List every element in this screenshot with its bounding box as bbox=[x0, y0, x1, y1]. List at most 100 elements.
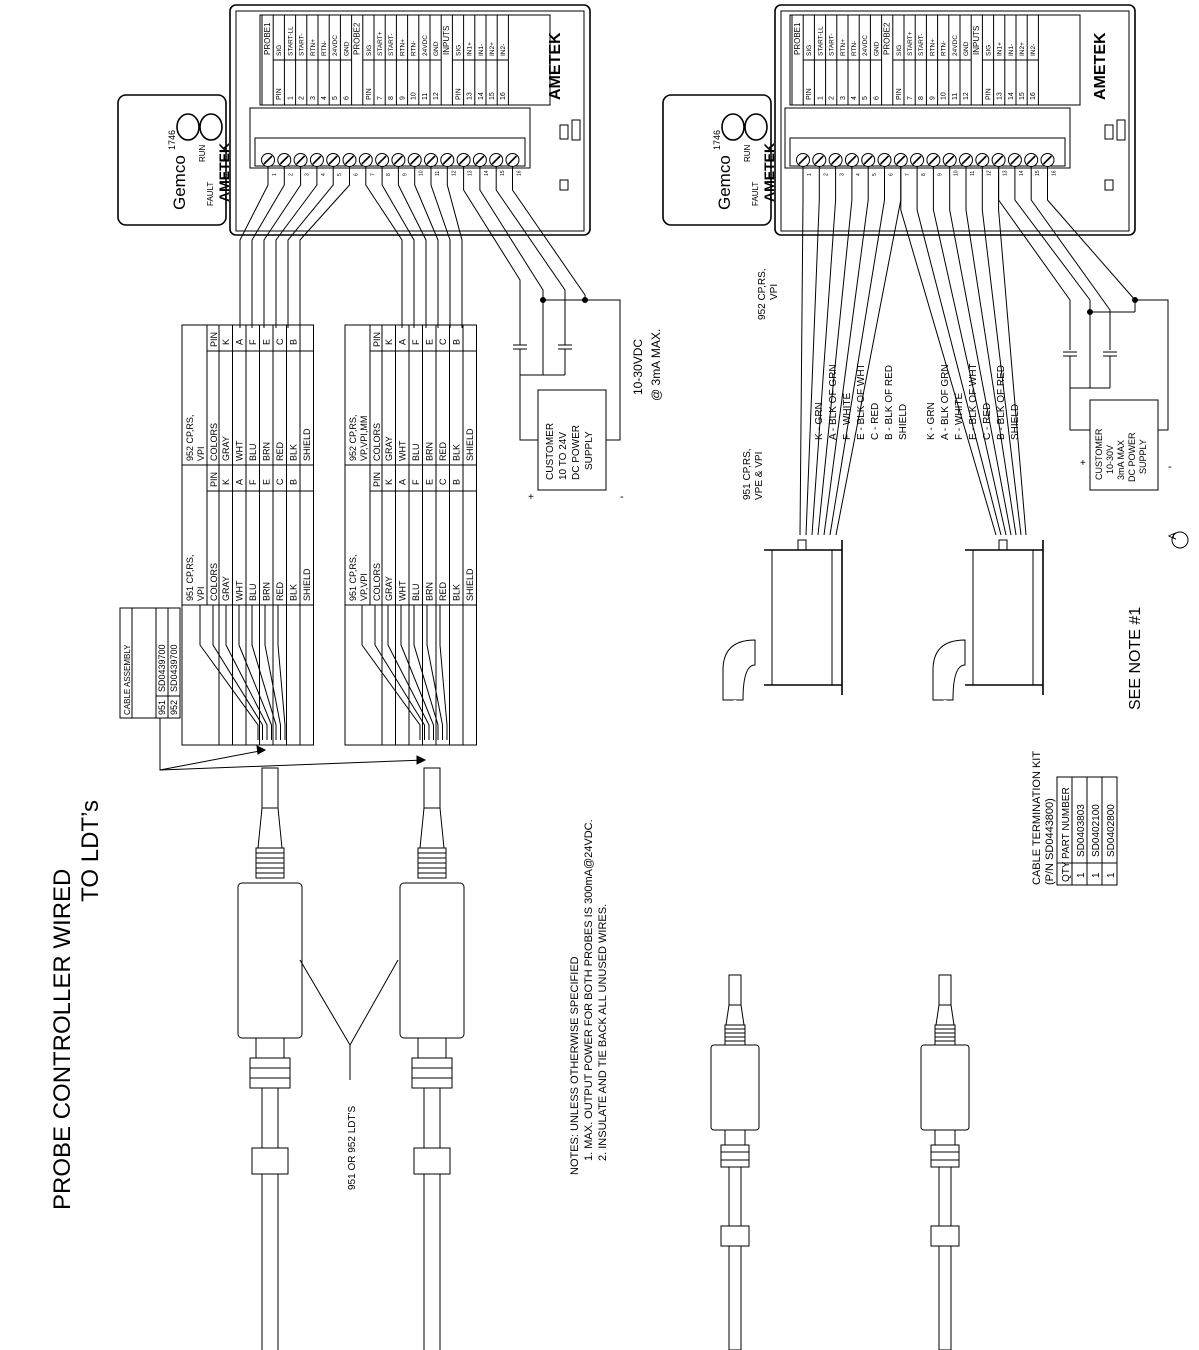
wire bbox=[199, 605, 259, 740]
table-block bbox=[344, 324, 477, 466]
wire bbox=[275, 167, 318, 328]
terminal-number: 11 bbox=[435, 171, 441, 176]
pinout-table-right: PROBE1PINSIG1START-LL2START-3RTN+4RTN-52… bbox=[791, 15, 1039, 105]
supply-plus: + bbox=[528, 492, 534, 503]
ma-label: @ 3mA MAX. bbox=[649, 329, 663, 401]
pinout-pin: 9 bbox=[399, 96, 406, 100]
wire-label: A - BLK OF GRN bbox=[940, 364, 951, 440]
magnet bbox=[930, 1225, 960, 1247]
coiled-cable-inner bbox=[711, 700, 759, 975]
table-cell-color: RED bbox=[438, 581, 448, 601]
model-label-right: 1746 bbox=[712, 130, 722, 150]
terminal-number: 4 bbox=[856, 173, 862, 176]
terminal-number: 5 bbox=[872, 173, 878, 176]
wire-label: B - BLK OF RED bbox=[996, 365, 1007, 440]
pinout-sig: SIG bbox=[276, 45, 283, 56]
pinout-pin: 14 bbox=[478, 92, 485, 100]
connector-ring bbox=[255, 872, 285, 879]
wire bbox=[263, 167, 302, 328]
title-line-1: PROBE CONTROLLER WIRED bbox=[49, 869, 76, 1210]
elbow-connector bbox=[932, 639, 966, 701]
pinout-sig: RTN+ bbox=[929, 39, 936, 56]
notes: NOTES: UNLESS OTHERWISE SPECIFIED 1. MAX… bbox=[569, 819, 609, 1175]
pinout-pin: 5 bbox=[332, 96, 339, 100]
table-cell-color: WHT bbox=[235, 580, 245, 601]
terminal-number: 12 bbox=[451, 170, 457, 176]
connector-ring bbox=[724, 1040, 746, 1046]
table-header: 952 CP,RS, bbox=[348, 415, 358, 461]
pinout-sig: START- bbox=[299, 33, 306, 56]
wire bbox=[916, 167, 1002, 536]
probe-head bbox=[237, 882, 303, 1039]
pinout-pin: 4 bbox=[851, 96, 858, 100]
wire-label: B - BLK OF RED bbox=[884, 365, 895, 440]
wire-label: F - WHITE bbox=[842, 392, 853, 440]
pinout-sig: RTN+ bbox=[399, 39, 406, 56]
table-cell-color: BRN bbox=[425, 582, 435, 601]
left-wire-harness bbox=[159, 167, 621, 771]
wire bbox=[823, 167, 869, 536]
connector-ring bbox=[724, 1036, 746, 1042]
terminal-number: 10 bbox=[419, 170, 425, 176]
kit-title-2: (P/N SD0443800) bbox=[1044, 798, 1056, 885]
wire bbox=[519, 375, 538, 441]
supply-line-3: DC POWER bbox=[571, 425, 582, 480]
rsupply-minus: - bbox=[1168, 461, 1172, 473]
wire bbox=[829, 167, 885, 536]
wire bbox=[811, 167, 837, 536]
kit-title-1: CABLE TERMINATION KIT bbox=[1031, 751, 1043, 885]
see-note: SEE NOTE #1 bbox=[1127, 607, 1144, 710]
connector-ring bbox=[724, 1024, 746, 1030]
connector-taper bbox=[257, 807, 283, 849]
table-cell-pin: F bbox=[248, 339, 258, 345]
left-power-supply: CUSTOMER 10 TO 24V DC POWER SUPPLY + - 1… bbox=[528, 329, 663, 503]
right-controller-module: PROBE1PINSIG1START-LL2START-3RTN+4RTN-52… bbox=[662, 4, 1136, 236]
brand-label: Gemco bbox=[170, 155, 189, 210]
pinout-sig: START- bbox=[388, 33, 395, 56]
table-cell-color: BLU bbox=[411, 443, 421, 461]
pinout-pin: PIN bbox=[985, 88, 992, 100]
terminal-number: 8 bbox=[386, 173, 392, 176]
cable-boot bbox=[938, 974, 952, 1006]
wire bbox=[439, 605, 448, 740]
table-cell-pin: E bbox=[425, 339, 435, 345]
cable-spool bbox=[771, 549, 833, 686]
leader-line bbox=[299, 959, 399, 1047]
probe-nut bbox=[930, 1144, 960, 1168]
table-cell-color: RED bbox=[275, 441, 285, 461]
table-header-2: VP,VPI,MM bbox=[359, 416, 369, 461]
wire bbox=[495, 167, 566, 330]
label-952-line-2: VPI bbox=[769, 284, 780, 300]
pinout-sig: SIG bbox=[366, 45, 373, 56]
wire bbox=[1030, 167, 1111, 350]
probe-rod bbox=[261, 1087, 279, 1350]
table-header-2: VPI bbox=[196, 586, 206, 601]
cable-951-part: SD0439700 bbox=[157, 644, 167, 692]
cable-assembly-table: CABLE ASSEMBLY 951 SD0439700 952 SD04397… bbox=[119, 607, 181, 719]
connector-ring bbox=[417, 852, 447, 859]
connector-ring bbox=[934, 1024, 956, 1030]
supply-line-2: 10 TO 24V bbox=[558, 432, 569, 480]
terminal-number: 3 bbox=[305, 173, 311, 176]
table-cell-pin: K bbox=[221, 479, 231, 485]
pinout-sig: IN2+ bbox=[1019, 42, 1026, 56]
wire bbox=[817, 167, 853, 536]
terminal-number: 1 bbox=[272, 173, 278, 176]
terminal-number: 1 bbox=[807, 173, 813, 176]
connector-ring bbox=[724, 1028, 746, 1034]
table-cell-color: WHT bbox=[398, 440, 408, 461]
connector-ring bbox=[255, 862, 285, 869]
pinout-pin: 16 bbox=[500, 92, 507, 100]
probe-neck bbox=[255, 1037, 285, 1059]
status-display-right bbox=[662, 94, 772, 226]
wire bbox=[805, 167, 820, 536]
wire bbox=[585, 299, 621, 441]
pinout-header: INPUTS bbox=[442, 26, 451, 55]
title-line-2: TO LDT’s bbox=[77, 800, 104, 902]
pinout-pin: 10 bbox=[941, 92, 948, 100]
table-cell-color: BRN bbox=[262, 442, 272, 461]
kit-row-2-qty: 1 bbox=[1091, 872, 1102, 878]
col-colors: COLORS bbox=[209, 563, 219, 601]
pinout-sig: SIG bbox=[896, 45, 903, 56]
